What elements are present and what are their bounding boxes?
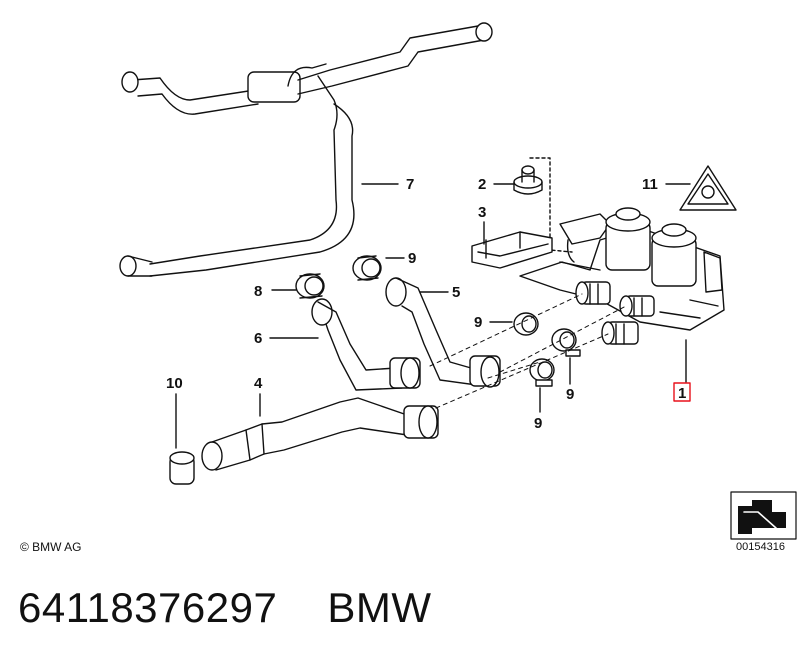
hose-part-5: [385, 277, 501, 388]
clamp-part-8: [295, 273, 325, 299]
image-reference-number: 00154316: [736, 541, 785, 553]
callout-6: 6: [254, 330, 262, 347]
callout-9-top: 9: [408, 250, 416, 267]
hose-part-6: [311, 298, 421, 391]
clamp-part-9-mid: [513, 312, 539, 336]
orientation-arrow-icon: [730, 491, 797, 540]
highlight-box-part-1: [673, 382, 691, 402]
callout-4: 4: [254, 375, 263, 392]
callout-10: 10: [166, 375, 183, 392]
callout-2: 2: [478, 176, 486, 193]
sleeve-part-10: [169, 451, 195, 485]
hose-part-7: [119, 22, 493, 277]
callout-11: 11: [642, 176, 658, 193]
grommet-part-2: [513, 165, 543, 195]
clamp-part-9-low: [529, 358, 555, 387]
callout-9-mid: 9: [474, 314, 482, 331]
callout-1: 1: [678, 385, 686, 402]
part-number: 64118376297: [18, 584, 278, 631]
brand-name: BMW: [327, 584, 432, 631]
bracket-part-3: [471, 231, 553, 269]
callout-8: 8: [254, 283, 262, 300]
callout-3: 3: [478, 204, 486, 221]
clamp-part-9-right: [551, 328, 581, 357]
warning-label-part-11: [679, 165, 737, 211]
hose-part-4: [201, 397, 439, 471]
copyright-notice: © BMW AG: [20, 540, 82, 554]
part-number-bar: 64118376297 BMW: [18, 584, 431, 632]
callout-9-low: 9: [534, 415, 542, 432]
callout-9-right: 9: [566, 386, 574, 403]
valve-unit-part-1: [519, 207, 725, 345]
clamp-part-9-top: [352, 255, 382, 281]
callout-5: 5: [452, 284, 460, 301]
callout-7: 7: [406, 176, 414, 193]
